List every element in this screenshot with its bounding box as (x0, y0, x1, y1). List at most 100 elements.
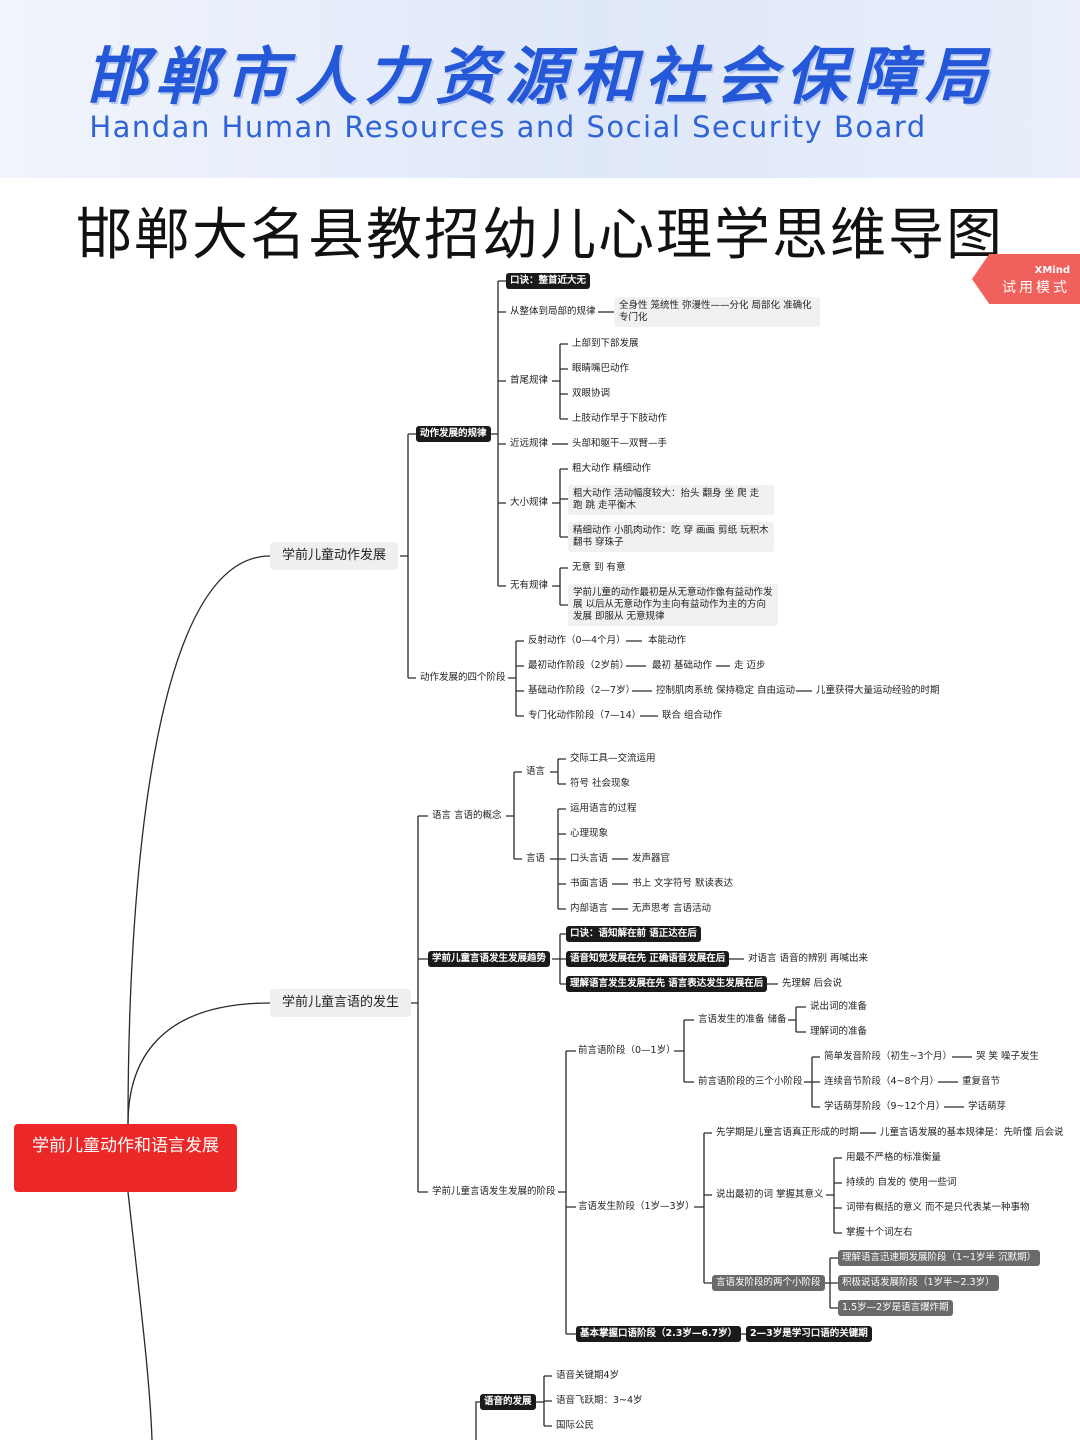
mnemonic-motor: 口诀：整首近大无 (506, 273, 591, 289)
speech-item: 心理现象 (570, 828, 609, 839)
stage-emergence: 言语发生阶段（1岁—3岁） (578, 1201, 695, 1212)
connector-pre (674, 1019, 694, 1083)
connector-phonetics (475, 1375, 552, 1440)
connector-speech-details (612, 858, 628, 910)
connector-head-tail (552, 343, 568, 420)
two-stage-item: 1.5岁—2岁是语言爆炸期 (838, 1300, 953, 1316)
concept-speech: 言语 (526, 853, 546, 864)
topic-speech: 学前儿童言语的发生 (270, 989, 412, 1017)
mindmap-root: 学前儿童动作和语言发展 (14, 1124, 237, 1192)
two-stage-item: 理解语言迅速期发展阶段（1~1岁半 沉默期） (838, 1250, 1041, 1266)
header-banner: 邯郸市人力资源和社会保障局 Handan Human Resources and… (0, 0, 1080, 178)
connector-substages (804, 1056, 820, 1108)
rule-near-far: 近远规律 (510, 438, 549, 449)
connector-concept (506, 771, 522, 860)
head-tail-item: 双眼协调 (572, 388, 611, 399)
speech-item: 内部语言 (570, 903, 609, 914)
speech-item: 书面言语 (570, 878, 609, 889)
watermark-mode: 试用模式 (1002, 280, 1070, 296)
intent-item: 学前儿童的动作最初是从无意动作像有益动作发展 以后从无意动作为主向有益动作为主的… (568, 584, 778, 626)
stage-detail: 联合 组合动作 (662, 710, 723, 721)
head-tail-item: 上部到下部发展 (572, 338, 639, 349)
connector-root-motor (127, 555, 271, 1125)
size-item: 精细动作 小肌肉动作：吃 穿 画画 剪纸 玩积木 翻书 穿珠子 (568, 522, 774, 552)
connector-size (552, 468, 568, 538)
connector-root-speech (127, 1002, 271, 1125)
phonetics-item: 语音飞跃期：3~4岁 (556, 1395, 643, 1406)
head-tail-item: 眼睛嘴巴动作 (572, 363, 630, 374)
connector-motor-groups (400, 433, 416, 679)
emergence-two-stages: 言语发阶段的两个小阶段 (712, 1275, 825, 1291)
substage-detail: 重复音节 (962, 1076, 1001, 1087)
rule-head-tail: 首尾规律 (510, 375, 549, 386)
xmind-trial-badge: XMind 试用模式 (972, 254, 1080, 304)
substage-label: 学话萌芽阶段（9~12个月） (824, 1101, 946, 1112)
connector-speech-items (550, 808, 566, 910)
stage-label: 最初动作阶段（2岁前） (528, 660, 630, 671)
connector-rules (490, 280, 506, 587)
trend-perception: 语音知觉发展在先 正确语音发展在后 (566, 951, 730, 967)
trend-comprehension: 理解语言发生发展在先 语言表达发生发展在后 (566, 976, 768, 992)
connector-stage-details (626, 640, 812, 717)
topic-speech-concept: 语言 言语的概念 (432, 810, 502, 821)
stage-pre: 前言语阶段（0—1岁） (578, 1045, 676, 1056)
connector-language (550, 758, 566, 785)
topic-motor-development: 学前儿童动作发展 (270, 542, 399, 570)
speech-item-detail: 发声器官 (632, 853, 671, 864)
meaning-item: 掌握十个词左右 (846, 1227, 913, 1238)
connector-intent (552, 567, 568, 606)
substage-detail: 哭 笑 噪子发生 (976, 1051, 1040, 1062)
size-item: 粗大动作 活动幅度较大：抬头 翻身 坐 爬 走 跑 跳 走平衡木 (568, 485, 774, 515)
stage-basic: 基本掌握口语阶段（2.3岁—6.7岁） (576, 1326, 742, 1342)
connector-substage-details (938, 1056, 972, 1108)
watermark-brand: XMind (1034, 265, 1070, 276)
prep-item: 理解词的准备 (810, 1026, 868, 1037)
substage-detail: 学话萌芽 (968, 1101, 1007, 1112)
substage-label: 连续音节阶段（4~8个月） (824, 1076, 940, 1087)
phonetics-item: 语音关键期4岁 (556, 1370, 620, 1381)
stage-detail: 本能动作 (648, 635, 687, 646)
topic-speech-trend: 学前儿童言语发生发展趋势 (428, 951, 551, 967)
speech-item: 运用语言的过程 (570, 803, 637, 814)
rule-intent: 无有规律 (510, 580, 549, 591)
stage-basic-detail: 2—3岁是学习口语的关键期 (746, 1326, 872, 1342)
connector-speech-groups (410, 815, 428, 1193)
stage-detail: 最初 基础动作 (652, 660, 713, 671)
topic-motor-rules: 动作发展的规律 (416, 426, 491, 442)
substage-label: 简单发音阶段（初生~3个月） (824, 1051, 953, 1062)
topic-speech-stages: 学前儿童言语发生发展的阶段 (432, 1186, 556, 1197)
stage-detail: 走 迈步 (734, 660, 766, 671)
rule-size: 大小规律 (510, 497, 549, 508)
page-title: 邯郸大名县教招幼儿心理学思维导图 (76, 203, 1004, 268)
connector-emergence (694, 1132, 712, 1284)
stage-label: 反射动作（0—4个月） (528, 635, 626, 646)
stage-detail: 控制肌肉系统 保持稳定 自由运动 (656, 685, 796, 696)
connector-trend (552, 933, 566, 985)
size-item: 粗大动作 精细动作 (572, 463, 652, 474)
connector-stages (508, 640, 524, 717)
topic-phonetics: 语音的发展 (480, 1394, 536, 1410)
banner-title-en: Handan Human Resources and Social Securi… (89, 110, 927, 144)
speech-item-detail: 无声思考 言语活动 (632, 903, 712, 914)
emergence-first-word-detail: 儿童言语发展的基本规律是：先听懂 后会说 (880, 1127, 1064, 1138)
intent-item: 无意 到 有意 (572, 562, 626, 573)
meaning-item: 用最不严格的标准衡量 (846, 1152, 942, 1163)
head-tail-item: 上肢动作早于下肢动作 (572, 413, 668, 424)
prep-item: 说出词的准备 (810, 1001, 868, 1012)
emergence-first-word: 先学期是儿童言语真正形成的时期 (716, 1127, 859, 1138)
phonetics-item: 国际公民 (556, 1420, 595, 1431)
pre-prep: 言语发生的准备 储备 (698, 1014, 787, 1025)
stage-label: 专门化动作阶段（7—14） (528, 710, 642, 721)
language-item: 符号 社会现象 (570, 778, 631, 789)
connector-stage-groups (558, 1050, 576, 1335)
meaning-item: 持续的 自发的 使用一些词 (846, 1177, 957, 1188)
speech-item: 口头言语 (570, 853, 609, 864)
stage-label: 基础动作阶段（2—7岁） (528, 685, 636, 696)
rule-whole-to-part-detail: 全身性 笼统性 弥漫性——分化 局部化 准确化 专门化 (614, 297, 820, 327)
connector-root-phonetics (127, 1191, 153, 1440)
language-item: 交际工具—交流运用 (570, 753, 656, 764)
speech-item-detail: 书上 文字符号 默读表达 (632, 878, 734, 889)
rule-whole-to-part: 从整体到局部的规律 (510, 306, 596, 317)
connector-meaning (826, 1157, 842, 1234)
